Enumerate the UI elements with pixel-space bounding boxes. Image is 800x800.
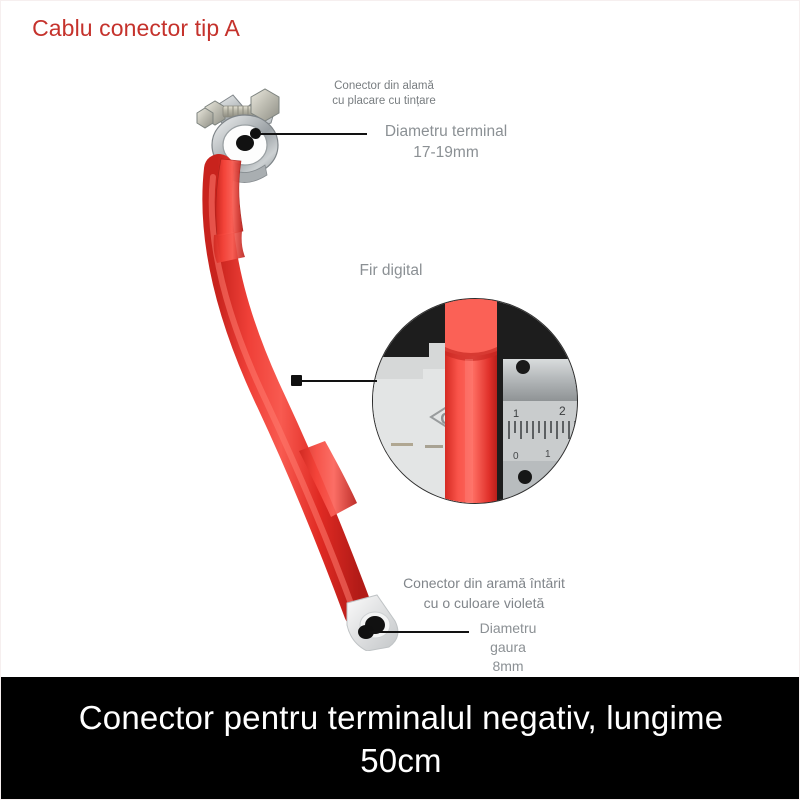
scale-label-2: 2 bbox=[559, 404, 566, 418]
magnified-detail-circle: QR 1 2 bbox=[372, 298, 578, 504]
caption-banner: Conector pentru terminalul negativ, lung… bbox=[1, 677, 799, 799]
leader-dot-wire bbox=[291, 375, 302, 386]
annotation-hole-diameter: Diametru gaura 8mm bbox=[479, 620, 537, 674]
battery-terminal-clamp bbox=[187, 79, 297, 189]
vernier-label-1: 1 bbox=[545, 449, 551, 460]
clamp-illustration bbox=[196, 88, 280, 183]
scale-label-1: 1 bbox=[513, 408, 519, 420]
leader-line-terminal bbox=[259, 133, 367, 135]
leader-line-wire bbox=[299, 380, 377, 382]
annotation-digital-wire: Fir digital bbox=[359, 262, 423, 279]
annotation-brass-connector: Conector din alamă cu placare cu tințare bbox=[332, 80, 436, 107]
page-title: Cablu conector tip A bbox=[32, 15, 240, 41]
leader-line-hole bbox=[369, 631, 469, 633]
leader-dot-terminal bbox=[250, 128, 261, 139]
red-battery-cable bbox=[181, 151, 421, 652]
annotation-terminal-diameter: Diametru terminal 17-19mm bbox=[384, 123, 508, 161]
leader-dot-hole bbox=[358, 625, 374, 639]
annotation-copper-connector: Conector din aramă întărit cu o culoare … bbox=[403, 575, 565, 611]
vernier-label-0: 0 bbox=[513, 451, 519, 462]
caption-text: Conector pentru terminalul negativ, lung… bbox=[78, 699, 724, 779]
cable-illustration bbox=[202, 154, 399, 652]
caliper-closeup: QR 1 2 bbox=[373, 299, 577, 503]
